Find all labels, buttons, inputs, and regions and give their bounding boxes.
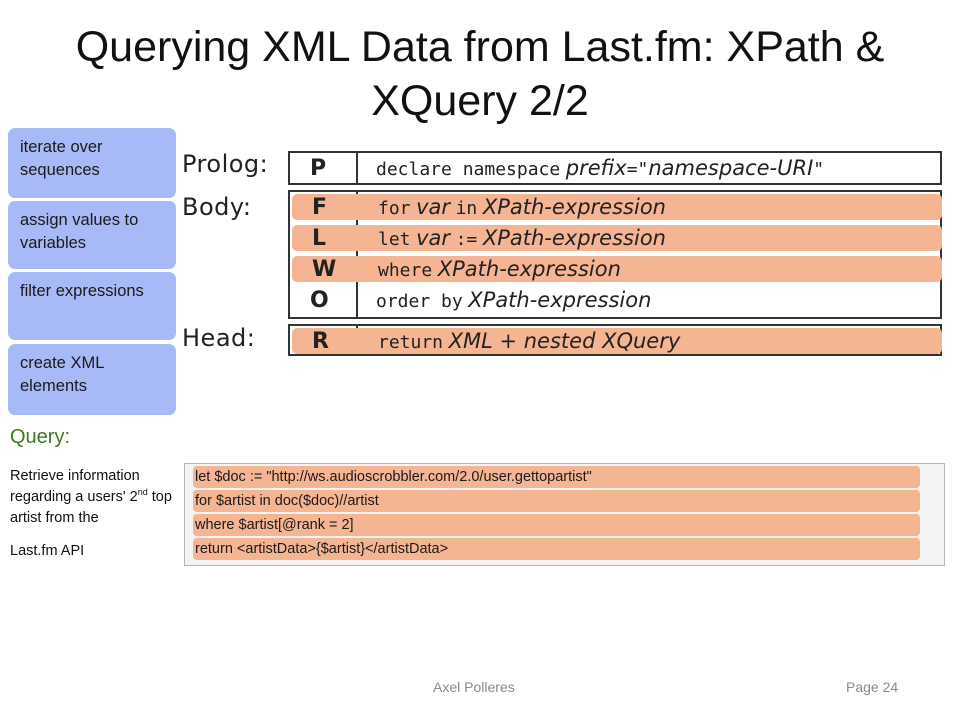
for-expression: for var in XPath-expression: [358, 195, 666, 220]
body-divider: [356, 192, 358, 317]
slide-title: Querying XML Data from Last.fm: XPath & …: [75, 23, 885, 125]
return-letter: R: [312, 328, 329, 354]
return-row: R return XML + nested XQuery: [292, 328, 942, 354]
order-letter: O: [310, 287, 329, 313]
prolog-keyword: declare namespace: [376, 158, 561, 180]
query-desc-sup: nd: [137, 487, 148, 498]
return-expression: return XML + nested XQuery: [358, 329, 680, 354]
prolog-end: ": [813, 158, 825, 180]
prolog-prefix: prefix: [565, 155, 627, 180]
footer-page-number: Page 24: [846, 679, 899, 695]
order-expression: order by XPath-expression: [356, 288, 651, 313]
order-keyword: order by: [376, 290, 463, 312]
callout-filter: filter expressions: [8, 272, 176, 340]
where-xpath: XPath-expression: [437, 256, 621, 281]
where-row: W where XPath-expression: [292, 256, 942, 282]
prolog-eq: =": [626, 158, 649, 180]
for-var: var: [416, 194, 451, 219]
callout-create-xml: create XML elements: [8, 344, 176, 415]
let-keyword: let: [378, 228, 411, 250]
callout-iterate: iterate over sequences: [8, 128, 176, 198]
let-row: L let var := XPath-expression: [292, 225, 942, 251]
body-box: F for var in XPath-expression L let var …: [288, 190, 942, 319]
let-assign: :=: [455, 228, 478, 250]
prolog-label: Prolog:: [182, 150, 269, 178]
for-letter: F: [312, 194, 328, 220]
order-xpath: XPath-expression: [468, 287, 652, 312]
code-line-let: let $doc := "http://ws.audioscrobbler.co…: [193, 466, 920, 488]
for-row: F for var in XPath-expression: [292, 194, 942, 220]
query-desc-part2: top artist from the: [10, 489, 172, 526]
code-line-return: return <artistData>{$artist}</artistData…: [193, 538, 920, 560]
prolog-uri: namespace-URI: [648, 155, 814, 180]
query-desc-part1: Retrieve information regarding a users' …: [10, 468, 140, 505]
prolog-expression: declare namespace prefix="namespace-URI": [356, 156, 824, 181]
query-label: Query:: [10, 426, 71, 448]
callout-assign: assign values to variables: [8, 201, 176, 269]
for-in-keyword: in: [455, 197, 478, 219]
query-desc-api: Last.fm API: [10, 543, 85, 559]
where-expression: where XPath-expression: [358, 257, 621, 282]
let-expression: let var := XPath-expression: [358, 226, 666, 251]
query-description: Retrieve information regarding a users' …: [10, 466, 182, 562]
prolog-box: P declare namespace prefix="namespace-UR…: [288, 151, 942, 185]
prolog-row: P declare namespace prefix="namespace-UR…: [290, 155, 940, 181]
order-row: O order by XPath-expression: [290, 287, 940, 313]
let-xpath: XPath-expression: [482, 225, 666, 250]
for-keyword: for: [378, 197, 411, 219]
prolog-letter: P: [310, 155, 327, 181]
let-var: var: [416, 225, 451, 250]
for-xpath: XPath-expression: [482, 194, 666, 219]
return-keyword: return: [378, 331, 444, 353]
code-line-for: for $artist in doc($doc)//artist: [193, 490, 920, 512]
head-label: Head:: [182, 324, 256, 352]
body-label: Body:: [182, 193, 252, 221]
head-box: R return XML + nested XQuery: [288, 324, 942, 356]
where-letter: W: [312, 256, 337, 282]
footer-author: Axel Polleres: [433, 679, 515, 695]
return-xml: XML + nested XQuery: [448, 328, 681, 353]
where-keyword: where: [378, 259, 433, 281]
code-line-where: where $artist[@rank = 2]: [193, 514, 920, 536]
prolog-divider: [356, 153, 358, 183]
query-code-box: let $doc := "http://ws.audioscrobbler.co…: [184, 463, 945, 566]
let-letter: L: [312, 225, 327, 251]
